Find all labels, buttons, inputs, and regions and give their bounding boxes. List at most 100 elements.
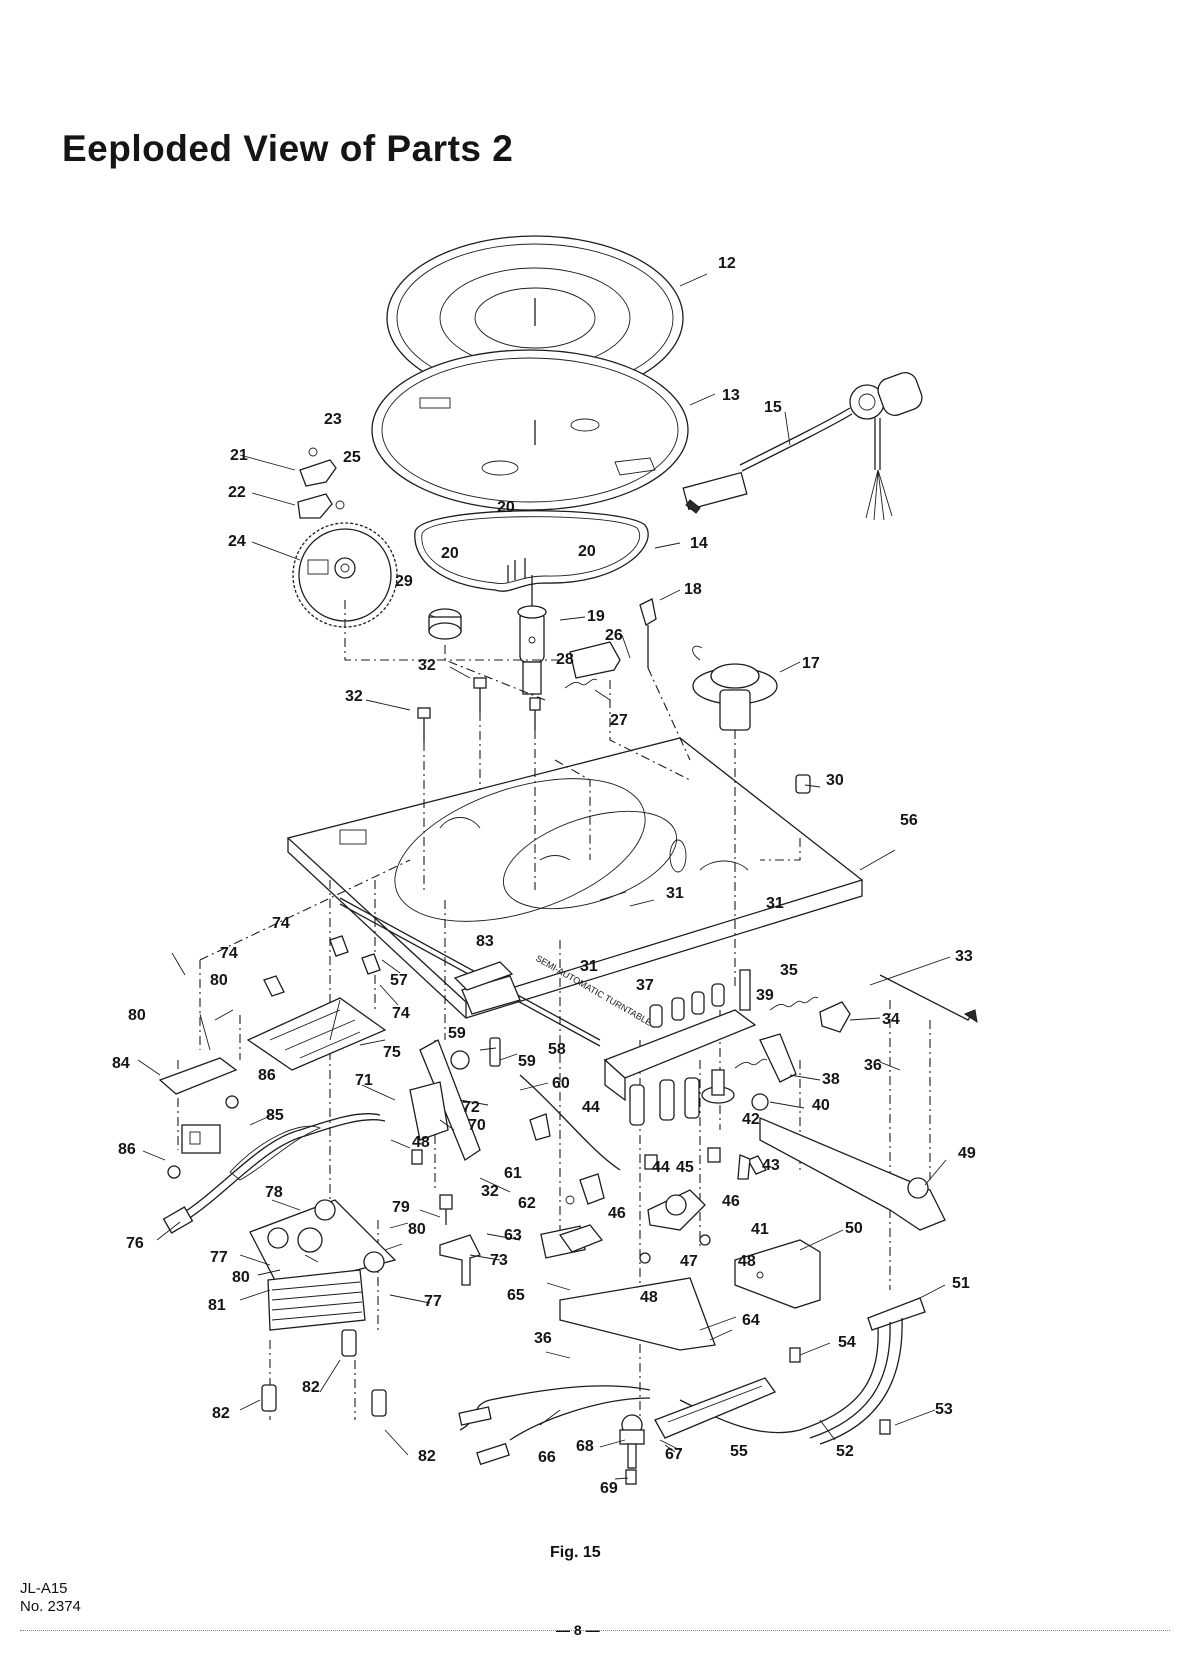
callout: 37 <box>636 977 654 994</box>
callout: 12 <box>718 255 736 272</box>
turntable-plate <box>371 349 689 511</box>
callout: 62 <box>518 1195 536 1212</box>
callout: 58 <box>548 1041 566 1058</box>
callout: 13 <box>722 387 740 404</box>
callout: 31 <box>666 885 684 902</box>
callout: 54 <box>838 1334 856 1351</box>
callout: 60 <box>552 1075 570 1092</box>
callout: 61 <box>504 1165 522 1182</box>
callout: 69 <box>600 1480 618 1497</box>
callout: 80 <box>128 1007 146 1024</box>
callout: 56 <box>900 812 918 829</box>
callout: 18 <box>684 581 702 598</box>
callout: 48 <box>412 1134 430 1151</box>
power-cord <box>162 1113 386 1234</box>
callout: 57 <box>390 972 408 989</box>
callout: 80 <box>408 1221 426 1238</box>
callout: 82 <box>302 1379 320 1396</box>
callout: 28 <box>556 651 574 668</box>
callout: 81 <box>208 1297 226 1314</box>
callout: 15 <box>764 399 782 416</box>
callout: 26 <box>605 627 623 644</box>
callout: 32 <box>345 688 363 705</box>
callout: 52 <box>836 1443 854 1460</box>
callout: 63 <box>504 1227 522 1244</box>
callout: 85 <box>266 1107 284 1124</box>
tonearm-base <box>529 598 778 731</box>
spindle-assembly <box>428 558 547 695</box>
callout: 44 <box>582 1099 600 1116</box>
bracket-50 <box>734 1239 821 1309</box>
callout: 73 <box>490 1252 508 1269</box>
callout: 53 <box>935 1401 953 1418</box>
callout: 72 <box>462 1099 480 1116</box>
callout: 74 <box>392 1005 410 1022</box>
callout: 48 <box>738 1253 756 1270</box>
power-switch <box>158 1057 239 1179</box>
gear-assembly <box>292 447 398 628</box>
callout: 65 <box>507 1287 525 1304</box>
motor-assembly <box>249 1199 397 1417</box>
callout: 24 <box>228 533 246 550</box>
callout: 27 <box>610 712 628 729</box>
terminal-cables <box>459 1297 926 1445</box>
callout: 36 <box>864 1057 882 1074</box>
callout: 75 <box>383 1044 401 1061</box>
callout: 31 <box>766 895 784 912</box>
callout: 38 <box>822 1071 840 1088</box>
callout: 41 <box>751 1221 769 1238</box>
misc-screws <box>411 774 891 1485</box>
callout: 86 <box>118 1141 136 1158</box>
callout: 82 <box>212 1405 230 1422</box>
callout: 86 <box>258 1067 276 1084</box>
callout: 83 <box>476 933 494 950</box>
callout: 14 <box>690 535 708 552</box>
lower-bracket <box>540 1225 777 1469</box>
callout: 79 <box>392 1199 410 1216</box>
screws-32 <box>417 677 487 742</box>
callout: 20 <box>578 543 596 560</box>
callout: 42 <box>742 1111 760 1128</box>
callout: 74 <box>220 945 238 962</box>
callout: 44 <box>652 1159 670 1176</box>
callout-labels: 12 13 14 15 17 18 19 20 20 20 21 22 23 2… <box>112 255 976 1497</box>
callout: 59 <box>448 1025 466 1042</box>
callout: 68 <box>576 1438 594 1455</box>
callout: 36 <box>534 1330 552 1347</box>
callout: 40 <box>812 1097 830 1114</box>
callout: 39 <box>756 987 774 1004</box>
callout: 74 <box>272 915 290 932</box>
right-lever-parts <box>701 996 946 1231</box>
callout: 80 <box>210 972 228 989</box>
callout: 46 <box>608 1205 626 1222</box>
callout: 67 <box>665 1446 683 1463</box>
callout: 32 <box>418 657 436 674</box>
callout: 50 <box>845 1220 863 1237</box>
tonearm <box>682 372 923 521</box>
callout: 19 <box>587 608 605 625</box>
callout: 35 <box>780 962 798 979</box>
callout: 20 <box>497 499 515 516</box>
callout: 59 <box>518 1053 536 1070</box>
callout: 45 <box>676 1159 694 1176</box>
callout: 84 <box>112 1055 130 1072</box>
callout: 22 <box>228 484 246 501</box>
callout: 29 <box>395 573 413 590</box>
callout: 48 <box>640 1289 658 1306</box>
callout: 77 <box>424 1293 442 1310</box>
callout: 76 <box>126 1235 144 1252</box>
callout: 70 <box>468 1117 486 1134</box>
callout: 43 <box>762 1157 780 1174</box>
callout: 46 <box>722 1193 740 1210</box>
callout: 82 <box>418 1448 436 1465</box>
page-number: — 8 — <box>556 1622 600 1638</box>
deck-board: SEMI-AUTOMATIC TURNTABLE <box>286 737 864 1028</box>
callout: 49 <box>958 1145 976 1162</box>
page-title: Eeploded View of Parts 2 <box>62 128 514 169</box>
callout: 23 <box>324 411 342 428</box>
callout: 25 <box>343 449 361 466</box>
callout: 51 <box>952 1275 970 1292</box>
callout: 31 <box>580 958 598 975</box>
callout: 71 <box>355 1072 373 1089</box>
